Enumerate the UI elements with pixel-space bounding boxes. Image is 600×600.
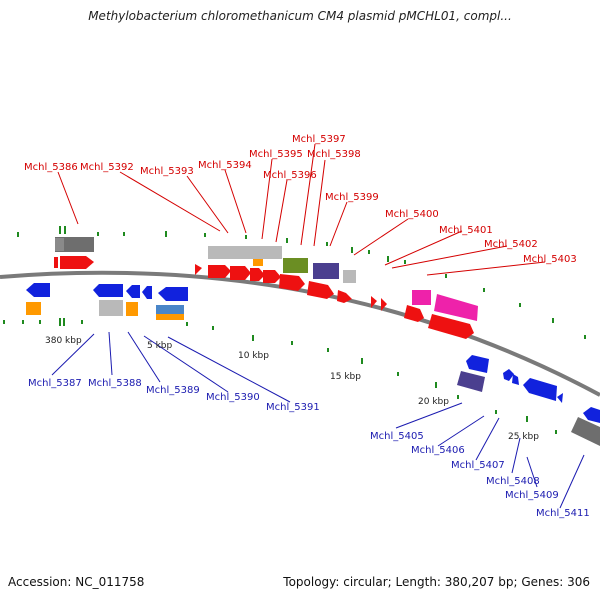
reverse-genes — [26, 283, 600, 423]
feature-mchl-5388-gray — [99, 300, 123, 316]
gene-label-mchl-5409[interactable]: Mchl_5409 — [505, 490, 559, 501]
feature-magenta-2 — [434, 294, 478, 321]
gene-label-mchl-5401[interactable]: Mchl_5401 — [439, 225, 493, 236]
gene-label-mchl-5393[interactable]: Mchl_5393 — [140, 166, 194, 177]
gene-label-mchl-5406[interactable]: Mchl_5406 — [411, 445, 465, 456]
gene-label-mchl-5407[interactable]: Mchl_5407 — [451, 460, 505, 471]
outer-tick-row — [17, 226, 586, 339]
feature-mchl-5387-orange — [26, 302, 41, 315]
feature-mchl-5398 — [313, 263, 339, 279]
scale-label-15kbp: 15 kbp — [330, 372, 361, 382]
gene-label-mchl-5395[interactable]: Mchl_5395 — [249, 149, 303, 160]
inner-tick-row — [3, 318, 557, 434]
gene-label-mchl-5394[interactable]: Mchl_5394 — [198, 160, 252, 171]
feature-mchl-5405-purple — [457, 371, 485, 392]
gene-label-mchl-5396[interactable]: Mchl_5396 — [263, 170, 317, 181]
gene-label-mchl-5387[interactable]: Mchl_5387 — [28, 378, 82, 389]
gene-label-mchl-5405[interactable]: Mchl_5405 — [370, 431, 424, 442]
scale-label-10kbp: 10 kbp — [238, 351, 269, 361]
feature-mchl-5411-dark — [571, 417, 600, 446]
feature-mchl-5399 — [343, 270, 356, 283]
accession-text: Accession: NC_011758 — [8, 575, 145, 589]
gene-label-mchl-5397[interactable]: Mchl_5397 — [292, 134, 346, 145]
gene-label-mchl-5400[interactable]: Mchl_5400 — [385, 209, 439, 220]
forward-feature-blocks — [55, 237, 478, 321]
gene-label-mchl-5411[interactable]: Mchl_5411 — [536, 508, 590, 519]
reverse-feature-blocks — [26, 300, 600, 446]
gene-label-mchl-5402[interactable]: Mchl_5402 — [484, 239, 538, 250]
feature-magenta-1 — [412, 290, 431, 305]
reverse-connectors — [51, 331, 585, 509]
scale-label-380kbp: 380 kbp — [45, 336, 82, 346]
scale-label-20kbp: 20 kbp — [418, 397, 449, 407]
gene-label-mchl-5398[interactable]: Mchl_5398 — [307, 149, 361, 160]
feature-mchl-5386-upper — [55, 237, 94, 252]
scale-label-5kbp: 5 kbp — [147, 341, 173, 351]
forward-genes — [54, 256, 474, 339]
feature-mchl-5393 — [208, 246, 282, 259]
summary-text: Topology: circular; Length: 380,207 bp; … — [283, 575, 590, 589]
map-title: Methylobacterium chloromethanicum CM4 pl… — [88, 9, 512, 23]
gene-label-mchl-5392[interactable]: Mchl_5392 — [80, 162, 134, 173]
feature-mchl-5397 — [283, 258, 308, 273]
feature-mchl-5390-steel — [156, 305, 184, 314]
feature-orange-small — [253, 259, 263, 266]
gene-label-mchl-5403[interactable]: Mchl_5403 — [523, 254, 577, 265]
scale-label-25kbp: 25 kbp — [508, 432, 539, 442]
gene-label-mchl-5391[interactable]: Mchl_5391 — [266, 402, 320, 413]
gene-label-mchl-5388[interactable]: Mchl_5388 — [88, 378, 142, 389]
feature-mchl-5389-orange — [126, 302, 138, 316]
gene-label-mchl-5390[interactable]: Mchl_5390 — [206, 392, 260, 403]
gene-label-mchl-5399[interactable]: Mchl_5399 — [325, 192, 379, 203]
gene-label-mchl-5389[interactable]: Mchl_5389 — [146, 385, 200, 396]
forward-connectors — [57, 143, 546, 276]
gene-label-mchl-5408[interactable]: Mchl_5408 — [486, 476, 540, 487]
gene-label-mchl-5386[interactable]: Mchl_5386 — [24, 162, 78, 173]
